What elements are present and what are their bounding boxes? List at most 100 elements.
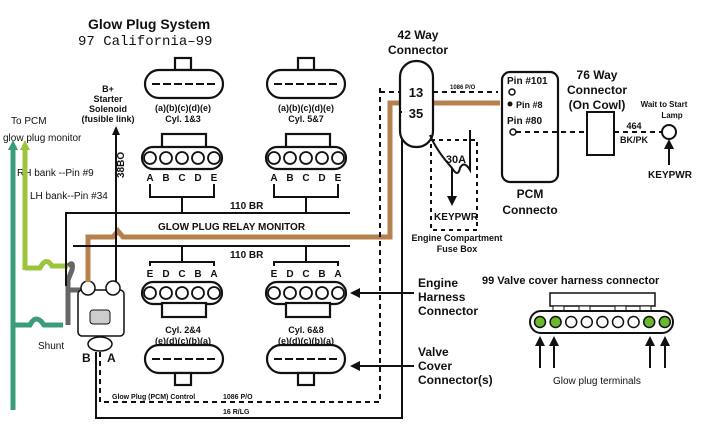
wire-464-color: BK/PK bbox=[620, 135, 649, 145]
glow-plug-pin bbox=[549, 315, 562, 329]
starter-label: Starter bbox=[93, 94, 123, 104]
pcm-pin-80: Pin #80 bbox=[507, 116, 542, 127]
pin-letter: A bbox=[210, 269, 217, 280]
wire-110br-bottom-label: 110 BR bbox=[230, 250, 264, 261]
pin-bracket bbox=[273, 184, 339, 198]
pin-socket bbox=[299, 286, 313, 300]
pin-letter: C bbox=[302, 269, 309, 280]
pin-letter: B bbox=[194, 269, 201, 280]
pin-socket bbox=[283, 151, 297, 165]
fuse-box-label-1: Engine Compartment bbox=[411, 233, 502, 243]
wire-38bo-label: 38BO bbox=[116, 152, 127, 178]
pin-socket bbox=[315, 286, 329, 300]
fuse-30a-label: 30A bbox=[446, 154, 466, 166]
fuse-keypwr-label: KEYPWR bbox=[434, 212, 479, 223]
connector-42way bbox=[398, 59, 435, 149]
pin-socket bbox=[159, 151, 173, 165]
cyl-2-4-pin-letters: (e)(d)(c)(b)(a) bbox=[155, 336, 211, 346]
glow-plug-control-label: Glow Plug (PCM) Control bbox=[112, 394, 195, 401]
pin-letter: B bbox=[286, 173, 293, 184]
lamp-label-2: Lamp bbox=[661, 111, 682, 120]
pin-socket bbox=[627, 315, 640, 329]
relay-monitor-wire bbox=[85, 100, 407, 282]
cyl-1-3-pin-letters: (a)(b)(c)(d)(e) bbox=[155, 103, 211, 113]
valve-cover-99-pins bbox=[533, 315, 672, 329]
fuse-box-label-2: Fuse Box bbox=[437, 244, 478, 254]
pin-letter: E bbox=[335, 173, 342, 184]
cyl-6-8-name: Cyl. 6&8 bbox=[288, 325, 324, 335]
pin-letter: D bbox=[162, 269, 169, 280]
to-pcm-label: To PCM bbox=[11, 116, 47, 127]
wire-16-label: 16 R/LG bbox=[223, 409, 250, 416]
pcm-connector bbox=[500, 70, 560, 184]
diagram-subtitle: 97 California–99 bbox=[78, 34, 212, 50]
dark-green-wire-shunt bbox=[13, 316, 63, 328]
relay-terminal-a: A bbox=[107, 351, 116, 365]
cyl-5-7-name: Cyl. 5&7 bbox=[288, 114, 324, 124]
pcm-label-2: Connecto bbox=[502, 203, 557, 217]
arrow-up-icon bbox=[535, 336, 545, 346]
connector-76way bbox=[586, 111, 615, 156]
pin-socket bbox=[267, 151, 281, 165]
pin-socket bbox=[175, 286, 189, 300]
light-green-wire-lh bbox=[25, 259, 68, 271]
arrow-up-icon bbox=[664, 139, 674, 149]
pin-socket bbox=[315, 151, 329, 165]
valve-cover-label-1: Valve bbox=[418, 345, 449, 359]
connector-76way-label-2: Connector bbox=[567, 83, 627, 97]
arrow-down-icon bbox=[447, 196, 457, 206]
engine-harness-label-3: Connector bbox=[418, 304, 478, 318]
pin-socket bbox=[207, 151, 221, 165]
pin-socket bbox=[143, 151, 157, 165]
pcm-label-1: PCM bbox=[517, 187, 544, 201]
pin-socket bbox=[143, 286, 157, 300]
wire-1086-top-label: 1086 P/O bbox=[450, 85, 476, 91]
engine-harness-label-2: Harness bbox=[418, 290, 466, 304]
pin-letter: A bbox=[270, 173, 277, 184]
pin-socket bbox=[331, 151, 345, 165]
arrow-up-icon bbox=[20, 140, 30, 150]
connector-42way-pin-13: 13 bbox=[409, 85, 423, 100]
pin-letter: C bbox=[178, 269, 185, 280]
glow-plug-relay bbox=[77, 280, 125, 352]
wire-464-label: 464 bbox=[626, 121, 641, 131]
relay-monitor-label: GLOW PLUG RELAY MONITOR bbox=[158, 222, 306, 233]
pin-socket bbox=[191, 151, 205, 165]
valve-cover-label-3: Connector(s) bbox=[418, 373, 493, 387]
connector-42way-title-1: 42 Way bbox=[398, 28, 439, 42]
pin-letter: C bbox=[302, 173, 309, 184]
pin-letter: E bbox=[211, 173, 218, 184]
pin-socket bbox=[596, 315, 609, 329]
pin-socket bbox=[207, 286, 221, 300]
lh-bank-label: LH bank--Pin #34 bbox=[30, 191, 108, 202]
glow-plug-terminals-label: Glow plug terminals bbox=[553, 376, 641, 387]
pin-letter: A bbox=[334, 269, 341, 280]
connector-76way-label-3: (On Cowl) bbox=[569, 98, 626, 112]
glow-plug-terminal-arrows bbox=[535, 336, 670, 368]
pin-bracket bbox=[149, 184, 215, 198]
solenoid-label: Solenoid bbox=[89, 104, 127, 114]
arrow-left-icon bbox=[350, 361, 360, 371]
pin-letter: E bbox=[271, 269, 278, 280]
glow-plug-pin bbox=[642, 315, 656, 329]
arrow-up-icon bbox=[645, 336, 655, 346]
pin-bracket bbox=[149, 261, 215, 266]
arrow-up-icon bbox=[112, 126, 120, 135]
fusible-link-label: (fusible link) bbox=[81, 114, 134, 124]
wait-to-start-lamp-icon bbox=[661, 124, 677, 140]
glow-plug-control-wire bbox=[99, 88, 381, 403]
pin-letter: B bbox=[318, 269, 325, 280]
glow-plug-pin bbox=[658, 315, 672, 329]
fuse-box-outline bbox=[430, 139, 478, 231]
arrow-up-icon bbox=[660, 336, 670, 346]
pcm-pin-8: Pin #8 bbox=[516, 100, 543, 110]
glow-plug-monitor-label: glow plug monitor bbox=[3, 133, 82, 144]
valve-cover-99-title: 99 Valve cover harness connector bbox=[482, 275, 660, 287]
pin-socket bbox=[331, 286, 345, 300]
cyl-6-8-pin-letters: (e)(d)(c)(b)(a) bbox=[278, 336, 334, 346]
pin-socket bbox=[580, 315, 594, 329]
pin-letter: E bbox=[147, 269, 154, 280]
lamp-keypwr-label: KEYPWR bbox=[648, 170, 693, 181]
